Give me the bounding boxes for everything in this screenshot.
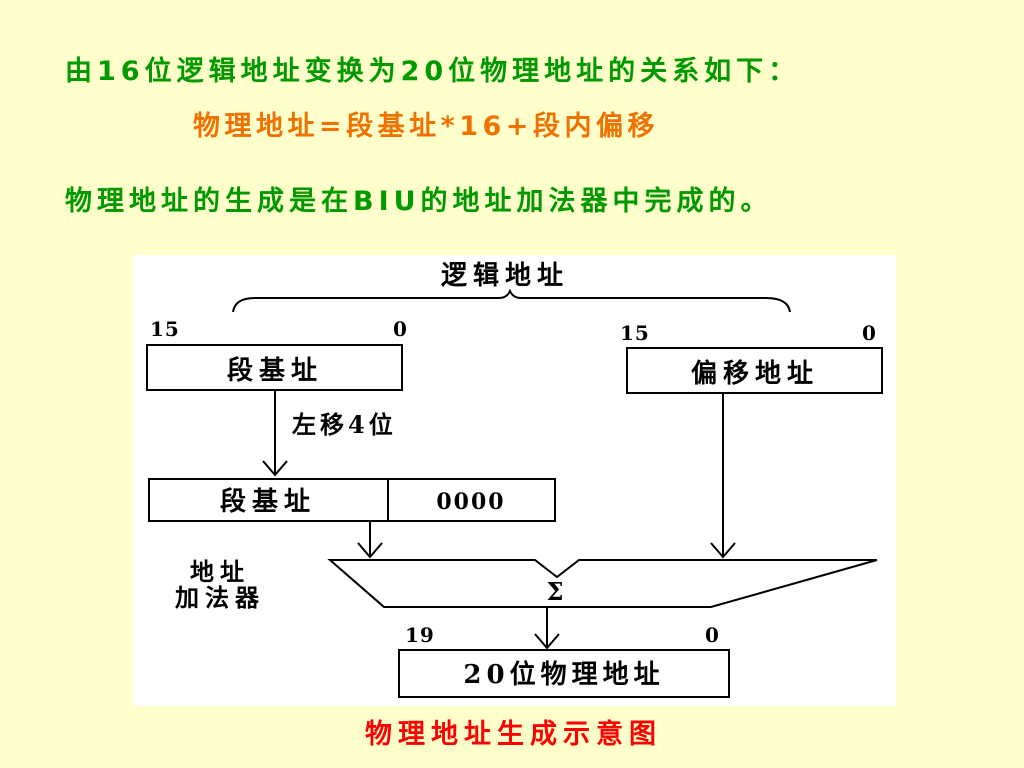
shift-label: 左移4位 (292, 410, 397, 439)
note-text: 物理地址的生成是在BIU的地址加法器中完成的。 (65, 186, 773, 217)
segment-base-label: 段基址 (227, 355, 323, 386)
address-generation-diagram: 逻辑地址 15 0 段基址 15 0 偏移地址 左移4位 段基址 0000 (133, 255, 896, 706)
diagram-background (133, 255, 896, 706)
shifted-segment-label: 段基址 (220, 486, 316, 517)
segment-base-low-bit: 0 (393, 317, 408, 341)
formula-text: 物理地址=段基址*16+段内偏移 (193, 111, 659, 142)
segment-base-high-bit: 15 (150, 317, 180, 341)
segment-arrow-head (357, 542, 383, 559)
offset-to-adder-arrow (710, 393, 736, 559)
physical-low-bit: 0 (705, 623, 720, 647)
segment-to-adder-arrow (357, 521, 383, 559)
logical-address-brace (232, 288, 791, 313)
intro-text: 由16位逻辑地址变换为20位物理地址的关系如下： (65, 56, 801, 87)
output-arrow-head (534, 633, 560, 650)
address-adder (327, 559, 878, 608)
appended-zeros-cell (387, 478, 556, 522)
adder-sum-symbol: Σ (547, 577, 568, 606)
physical-address-register (398, 649, 730, 698)
adder-label-line2: 加法器 (175, 583, 265, 612)
offset-address-label: 偏移地址 (691, 358, 819, 389)
offset-high-bit: 15 (620, 321, 650, 345)
physical-high-bit: 19 (405, 623, 435, 647)
offset-low-bit: 0 (862, 321, 877, 345)
diagram-caption: 物理地址生成示意图 (365, 719, 662, 750)
adder-output-arrow (534, 607, 560, 650)
physical-address-label: 20位物理地址 (463, 659, 664, 690)
logical-address-label: 逻辑地址 (441, 261, 569, 291)
offset-arrow-head (710, 542, 736, 559)
appended-zeros-value: 0000 (436, 489, 505, 515)
shift-arrow-head (262, 460, 288, 477)
adder-label-line1: 地址 (190, 557, 250, 586)
offset-address-register (626, 347, 883, 394)
shift-arrow (262, 390, 288, 477)
